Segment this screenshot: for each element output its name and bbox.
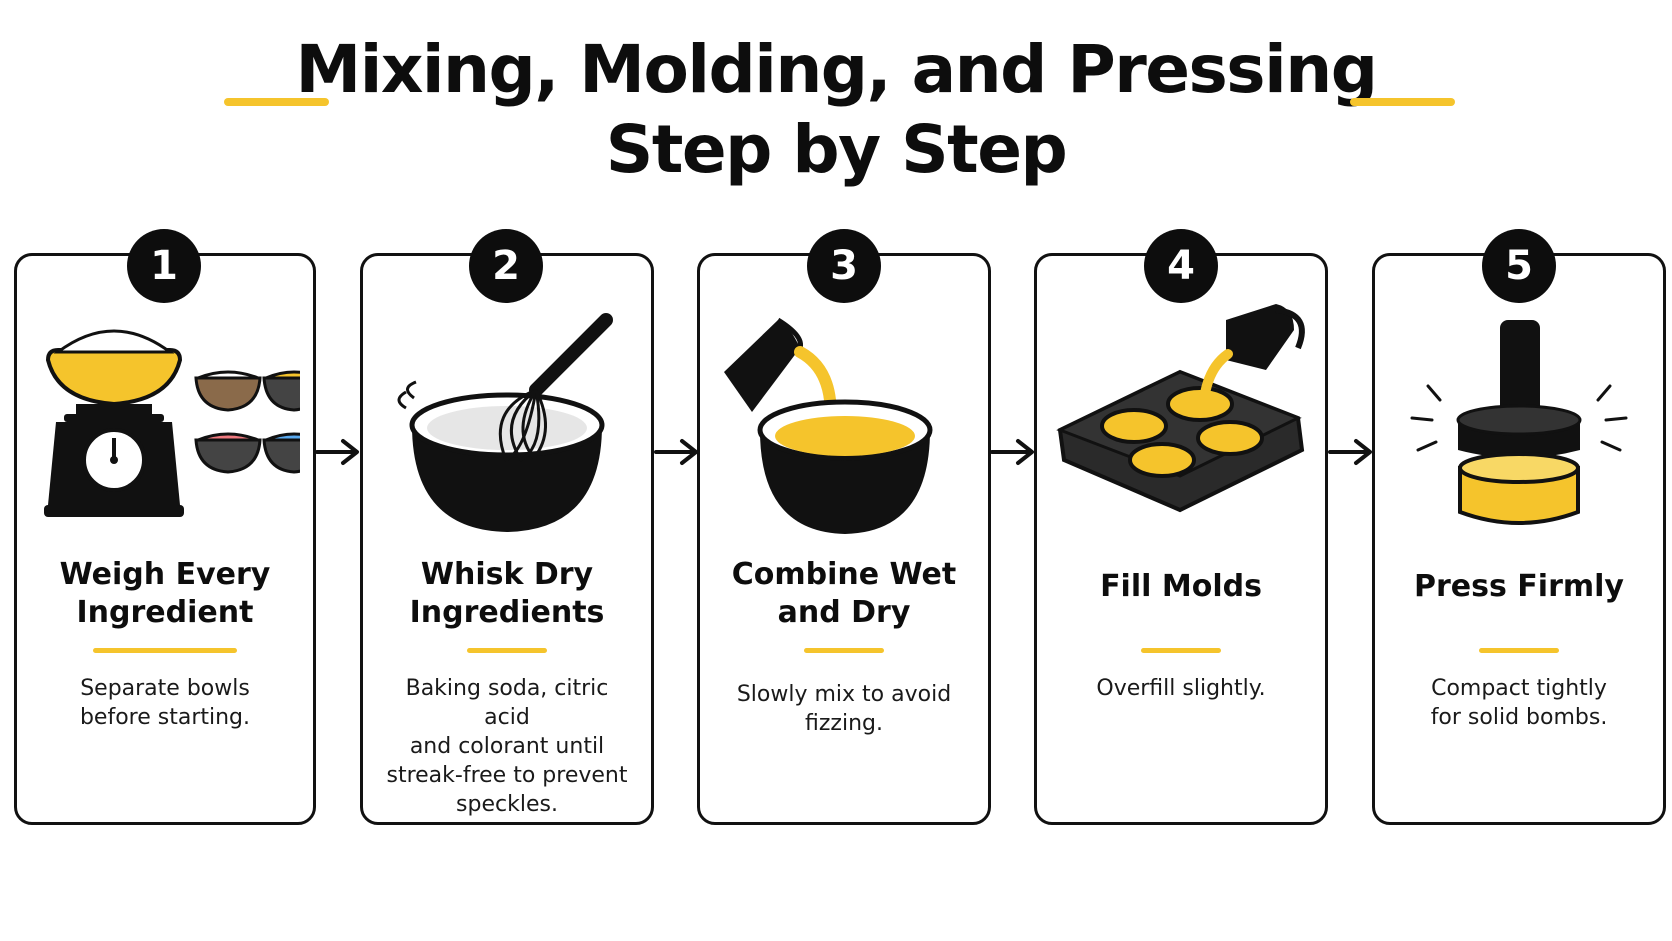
step-4-title: Fill Molds bbox=[1037, 568, 1325, 606]
title-accent-right bbox=[1350, 98, 1455, 106]
arrow-right-icon bbox=[1328, 439, 1372, 465]
step-4-title-line-1: Fill Molds bbox=[1100, 569, 1262, 604]
step-1-title: Weigh Every Ingredient bbox=[17, 556, 313, 632]
arrow-right-icon bbox=[315, 439, 359, 465]
muffin-mold-tray-icon bbox=[1056, 304, 1305, 513]
step-2-desc-line-3: streak-free to prevent bbox=[386, 763, 628, 788]
step-5-title: Press Firmly bbox=[1375, 568, 1663, 606]
whisk-in-bowl-icon bbox=[397, 313, 613, 532]
step-3-desc-line-1: Slowly mix to avoid bbox=[736, 682, 952, 707]
step-1-title-line-2: Ingredient bbox=[76, 595, 254, 630]
title-line-2: Step by Step bbox=[605, 111, 1068, 188]
kitchen-scale-and-bowls-icon bbox=[44, 329, 300, 517]
step-1-description: Separate bowls before starting. bbox=[35, 674, 295, 732]
step-3-title: Combine Wet and Dry bbox=[700, 556, 988, 632]
step-4-badge: 4 bbox=[1144, 229, 1218, 303]
pouring-into-bowl-icon bbox=[724, 317, 933, 534]
page-title: Mixing, Molding, and Pressing Step by St… bbox=[0, 30, 1672, 190]
title-line-1: Mixing, Molding, and Pressing bbox=[295, 31, 1378, 108]
step-3-badge: 3 bbox=[807, 229, 881, 303]
step-5-badge: 5 bbox=[1482, 229, 1556, 303]
step-3-title-line-1: Combine Wet bbox=[731, 557, 957, 592]
step-2-desc-line-1: Baking soda, citric acid bbox=[405, 676, 609, 730]
step-5-divider bbox=[1479, 648, 1559, 653]
step-4-divider bbox=[1141, 648, 1221, 653]
step-2-title-line-2: Ingredients bbox=[409, 595, 605, 630]
step-3-divider bbox=[804, 648, 884, 653]
step-3-desc-line-2: fizzing. bbox=[805, 711, 883, 736]
step-1-desc-line-2: before starting. bbox=[79, 705, 251, 730]
step-5-desc-line-2: for solid bombs. bbox=[1430, 705, 1608, 730]
step-1-divider bbox=[93, 648, 237, 653]
arrow-right-icon bbox=[990, 439, 1034, 465]
press-tamper-icon bbox=[1410, 320, 1628, 525]
step-2-desc-line-2: and colorant until bbox=[409, 734, 605, 759]
step-2-title: Whisk Dry Ingredients bbox=[363, 556, 651, 632]
step-5-title-line-1: Press Firmly bbox=[1414, 569, 1624, 604]
arrow-right-icon bbox=[654, 439, 698, 465]
step-card-3: Combine Wet and Dry Slowly mix to avoid … bbox=[697, 253, 991, 825]
step-2-description: Baking soda, citric acid and colorant un… bbox=[381, 674, 633, 819]
title-accent-left bbox=[224, 98, 329, 106]
step-5-desc-line-1: Compact tightly bbox=[1431, 676, 1607, 701]
step-3-title-line-2: and Dry bbox=[777, 595, 911, 630]
step-2-badge: 2 bbox=[469, 229, 543, 303]
step-card-2: Whisk Dry Ingredients Baking soda, citri… bbox=[360, 253, 654, 825]
step-1-desc-line-1: Separate bowls bbox=[80, 676, 250, 701]
step-1-badge: 1 bbox=[127, 229, 201, 303]
step-4-description: Overfill slightly. bbox=[1055, 674, 1307, 703]
step-3-description: Slowly mix to avoid fizzing. bbox=[718, 680, 970, 738]
step-2-title-line-1: Whisk Dry bbox=[420, 557, 594, 592]
step-2-desc-line-4: speckles. bbox=[456, 792, 558, 817]
step-4-desc-line-1: Overfill slightly. bbox=[1096, 676, 1266, 701]
step-5-description: Compact tightly for solid bombs. bbox=[1393, 674, 1645, 732]
step-1-title-line-1: Weigh Every bbox=[59, 557, 271, 592]
step-2-divider bbox=[467, 648, 547, 653]
